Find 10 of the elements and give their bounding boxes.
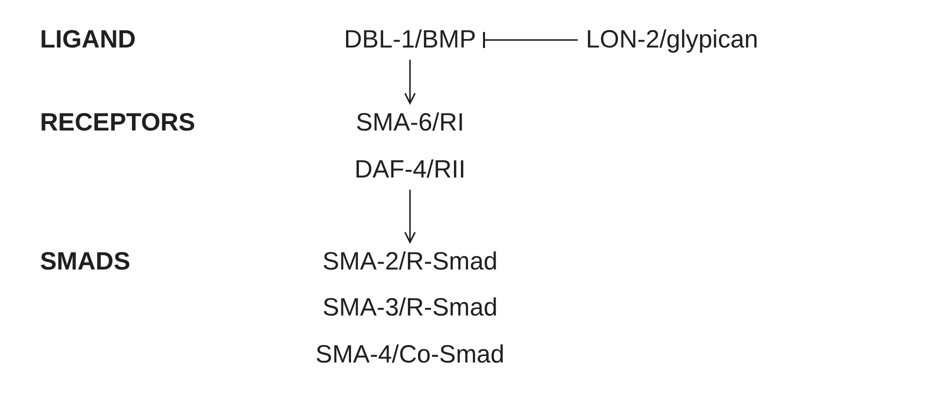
row-heading: LIGAND — [40, 26, 136, 54]
row-heading: RECEPTORS — [40, 109, 196, 137]
protein-label: DAF-4/RII — [354, 156, 466, 184]
protein-label: SMA-6/RI — [356, 109, 464, 137]
protein-label: SMA-4/Co-Smad — [316, 341, 504, 369]
row-heading: SMADS — [40, 248, 130, 276]
protein-label: LON-2/glypican — [586, 26, 758, 54]
protein-label: SMA-3/R-Smad — [322, 294, 498, 322]
protein-label: SMA-2/R-Smad — [322, 248, 498, 276]
protein-label: DBL-1/BMP — [344, 26, 476, 54]
